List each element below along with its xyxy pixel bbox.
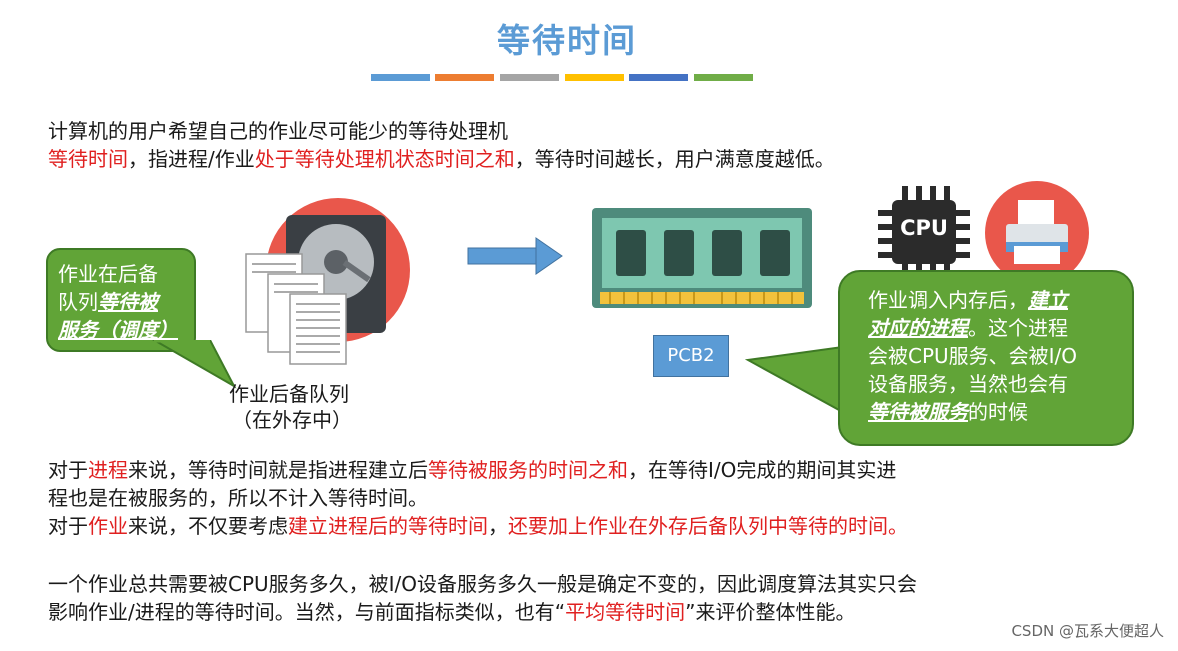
left-callout-tail xyxy=(151,340,237,389)
rc-emphasis: 建立 xyxy=(1028,288,1068,312)
callout-line-1: 作业在后备 xyxy=(58,262,158,286)
intro-line-1: 计算机的用户希望自己的作业尽可能少的等待处理机 xyxy=(48,119,508,143)
process-para-line-1: 对于进程来说，等待时间就是指进程建立后等待被服务的时间之和，在等待I/O完成的期… xyxy=(48,456,896,484)
definition-highlight: 处于等待处理机状态时间之和 xyxy=(254,147,515,171)
document-stack-icon xyxy=(245,253,347,365)
jp-e: ， xyxy=(488,514,508,538)
pp-e: ，在等待I/O完成的期间其实进 xyxy=(628,458,897,482)
pcb-box: PCB2 xyxy=(653,335,729,377)
rc-text-2: 。这个进程 xyxy=(968,316,1068,340)
intro-text-end: ，等待时间越长，用户满意度越低。 xyxy=(514,147,835,171)
right-arrow-icon xyxy=(467,237,563,275)
rc-line-4: 设备服务，当然也会有 xyxy=(868,372,1068,396)
pp-b: 进程 xyxy=(88,458,128,482)
process-para-line-2: 程也是在被服务的，所以不计入等待时间。 xyxy=(48,486,428,510)
jp-a: 对于 xyxy=(48,514,88,538)
fp-a: 影响作业/进程的等待时间。当然，与前面指标类似，也有“ xyxy=(48,600,566,624)
intro-line-2: 等待时间，指进程/作业处于等待处理机状态时间之和，等待时间越长，用户满意度越低。 xyxy=(48,145,835,173)
disk-queue-illustration xyxy=(245,198,410,365)
intro-text: ，指进程/作业 xyxy=(128,147,255,171)
stripe-3 xyxy=(500,74,559,81)
rc-emphasis-3: 等待被服务 xyxy=(868,400,968,424)
fp-c: ”来评价整体性能。 xyxy=(685,600,856,624)
final-para-line-1: 一个作业总共需要被CPU服务多久，被I/O设备服务多久一般是确定不变的，因此调度… xyxy=(48,572,918,596)
rc-line-1: 作业调入内存后，建立 xyxy=(868,286,1132,314)
callout-line-2: 队列等待被 xyxy=(58,288,194,316)
jp-f: 还要加上作业在外存后备队列中等待的时间。 xyxy=(508,514,908,538)
stripe-4 xyxy=(565,74,624,81)
rc-line-2: 对应的进程。这个进程 xyxy=(868,314,1132,342)
final-para-line-2: 影响作业/进程的等待时间。当然，与前面指标类似，也有“平均等待时间”来评价整体性… xyxy=(48,598,855,626)
jp-b: 作业 xyxy=(88,514,128,538)
pp-c: 来说，等待时间就是指进程建立后 xyxy=(128,458,428,482)
rc-text: 作业调入内存后， xyxy=(868,288,1028,312)
callout-text: 队列 xyxy=(58,290,98,314)
callout-line-3: 服务（调度） xyxy=(58,318,178,342)
rc-emphasis-2: 对应的进程 xyxy=(868,316,968,340)
term-waiting-time: 等待时间 xyxy=(48,147,128,171)
right-callout: 作业调入内存后，建立 对应的进程。这个进程 会被CPU服务、会被I/O 设备服务… xyxy=(838,270,1134,446)
stripe-5 xyxy=(629,74,688,81)
rc-text-5: 的时候 xyxy=(968,400,1028,424)
csdn-watermark: CSDN @瓦系大便超人 xyxy=(1011,622,1164,640)
rc-line-5: 等待被服务的时候 xyxy=(868,398,1132,426)
rc-line-3: 会被CPU服务、会被I/O xyxy=(868,344,1078,368)
cpu-label: CPU xyxy=(900,216,948,240)
slide-title: 等待时间 xyxy=(497,21,637,60)
job-para: 对于作业来说，不仅要考虑建立进程后的等待时间，还要加上作业在外存后备队列中等待的… xyxy=(48,512,908,540)
jp-d: 建立进程后的等待时间 xyxy=(288,514,488,538)
printer-icon xyxy=(985,181,1089,285)
left-callout: 作业在后备 队列等待被 服务（调度） xyxy=(46,248,196,352)
queue-caption-line-1: 作业后备队列 xyxy=(229,382,349,406)
fp-b: 平均等待时间 xyxy=(565,600,686,624)
memory-module-icon xyxy=(592,208,812,308)
stripe-2 xyxy=(435,74,494,81)
jp-c: 来说，不仅要考虑 xyxy=(128,514,288,538)
stripe-6 xyxy=(694,74,753,81)
pp-a: 对于 xyxy=(48,458,88,482)
stripe-1 xyxy=(371,74,430,81)
callout-emphasis: 等待被 xyxy=(98,290,158,314)
pp-d: 等待被服务的时间之和 xyxy=(428,458,628,482)
queue-caption-line-2: （在外存中） xyxy=(232,408,352,432)
